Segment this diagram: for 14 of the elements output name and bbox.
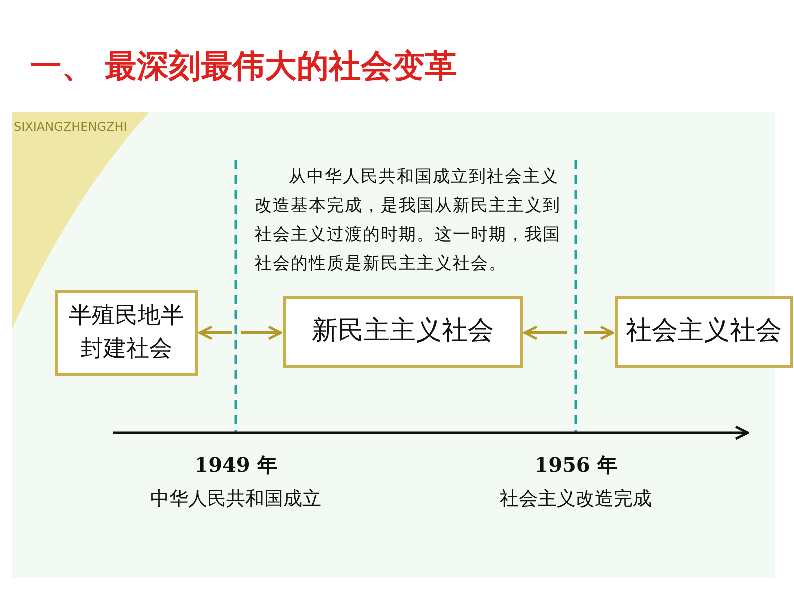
event-label: 社会主义改造完成 [499, 487, 653, 512]
box: 社会主义社会 [615, 296, 793, 368]
arrow [198, 326, 232, 340]
title: 一、 最深刻最伟大的社会变革 [30, 46, 458, 87]
year-label: 1956 年 [534, 452, 618, 479]
event-label: 中华人民共和国成立 [150, 487, 322, 512]
arrow [584, 326, 614, 340]
arrow [241, 326, 282, 340]
arrow [524, 326, 567, 340]
description-paragraph: 从中华人民共和国成立到社会主义改造基本完成，是我国从新民主主义到社会主义过渡的时期。这一时期，我国社会的性质是新民主主义社会。 [255, 166, 562, 276]
watermark-text: SIXIANGZHENGZHI [14, 120, 128, 134]
year-label: 1949 年 [194, 452, 278, 479]
box: 半殖民地半封建社会 [55, 290, 198, 376]
box: 新民主主义社会 [283, 296, 523, 368]
